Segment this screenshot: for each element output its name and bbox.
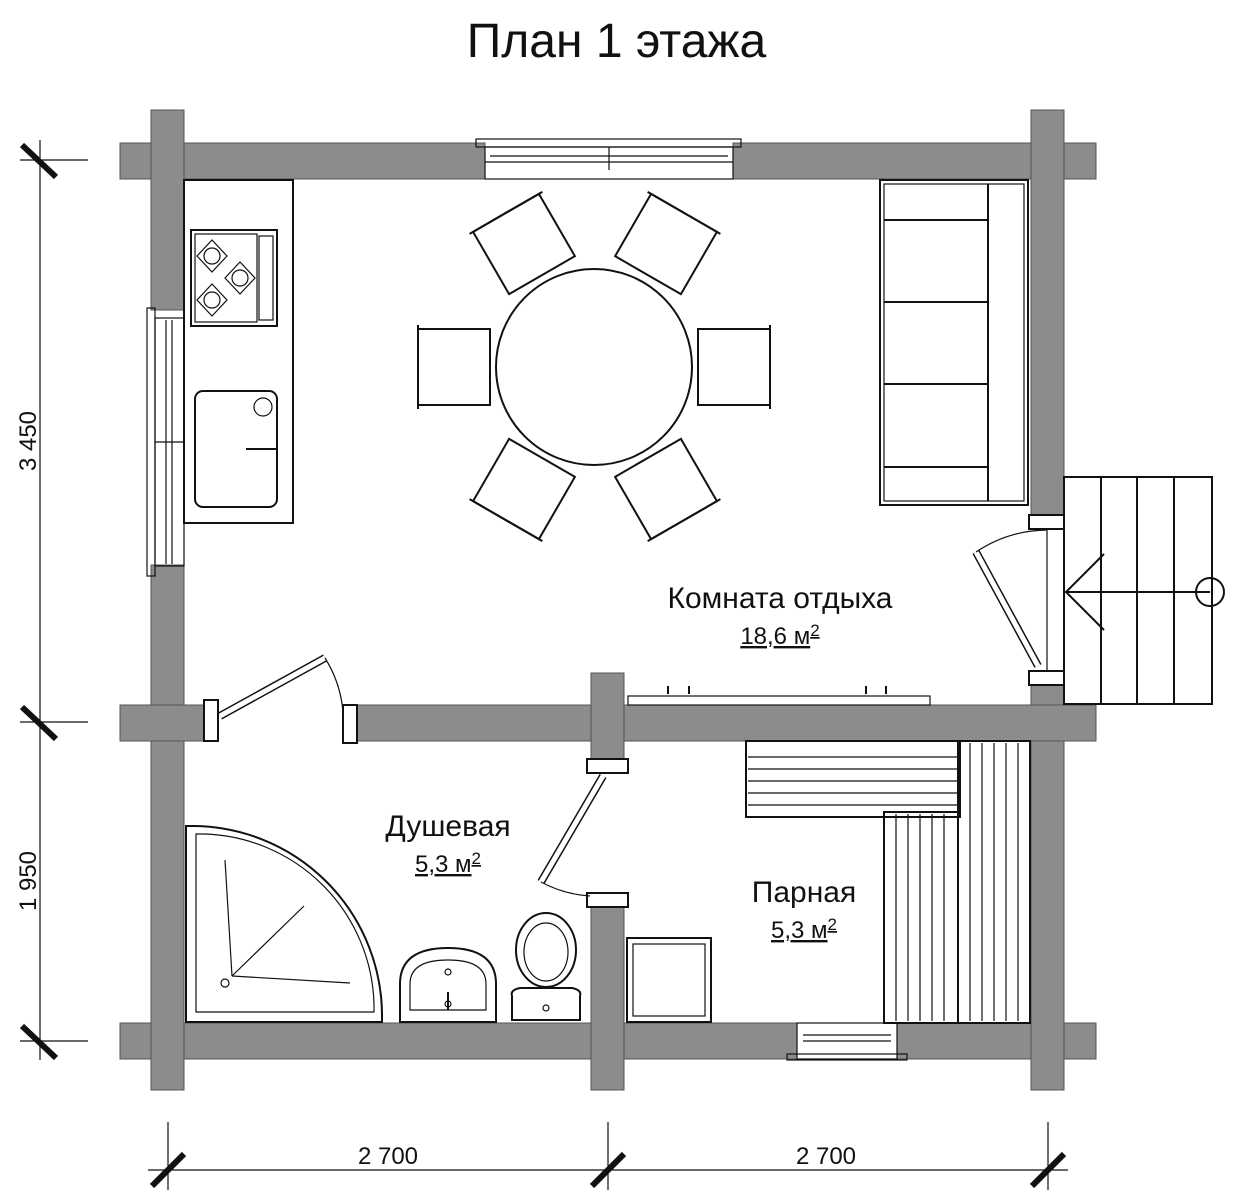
dimension-label-right: 2 700 xyxy=(796,1143,856,1170)
door-steam xyxy=(537,758,629,908)
dimension-horizontal: 2 700 2 700 xyxy=(148,1122,1068,1190)
entrance-door xyxy=(972,514,1065,686)
dimension-label-lower: 1 950 xyxy=(15,851,42,911)
dimension-label-upper: 3 450 xyxy=(15,411,42,471)
entrance-stairs xyxy=(1063,476,1225,705)
room-area-steam: 5,3 м xyxy=(771,917,828,944)
room-name-steam: Парная xyxy=(752,876,856,909)
door-shower xyxy=(203,654,358,744)
room-area-steam-sup: 2 xyxy=(828,915,837,934)
dining-table xyxy=(495,268,693,466)
room-area-shower-sup: 2 xyxy=(472,849,481,868)
room-name-shower: Душевая xyxy=(385,810,510,843)
room-label-shower: Душевая 5,3 м2 xyxy=(385,810,510,878)
window-bottom xyxy=(786,1022,908,1061)
walls xyxy=(119,109,1097,1091)
washbasin xyxy=(399,946,497,1023)
dimension-vertical: 3 450 1 950 xyxy=(15,140,88,1061)
dimension-label-left: 2 700 xyxy=(358,1143,418,1170)
svg-text:18,6 м2: 18,6 м2 xyxy=(740,621,819,650)
kitchen-counter xyxy=(183,179,294,524)
plan-title: План 1 этажа xyxy=(466,15,767,68)
sofa xyxy=(879,179,1029,506)
room-area-shower: 5,3 м xyxy=(415,851,472,878)
room-area-rest: 18,6 м xyxy=(740,623,810,650)
sauna-benches xyxy=(745,740,1031,1024)
svg-text:5,3 м2: 5,3 м2 xyxy=(415,849,481,878)
room-area-rest-sup: 2 xyxy=(810,621,819,640)
shower-cabin xyxy=(185,824,384,1023)
svg-text:5,3 м2: 5,3 м2 xyxy=(771,915,837,944)
window-left xyxy=(146,307,185,577)
window-top xyxy=(475,138,742,180)
sauna-stove xyxy=(626,937,712,1023)
room-label-steam: Парная 5,3 м2 xyxy=(752,876,856,944)
room-label-rest: Комната отдыха 18,6 м2 xyxy=(668,582,893,650)
heater-shelf xyxy=(627,686,931,706)
room-name-rest: Комната отдыха xyxy=(668,582,893,615)
toilet xyxy=(510,912,582,1021)
chairs xyxy=(417,190,771,543)
